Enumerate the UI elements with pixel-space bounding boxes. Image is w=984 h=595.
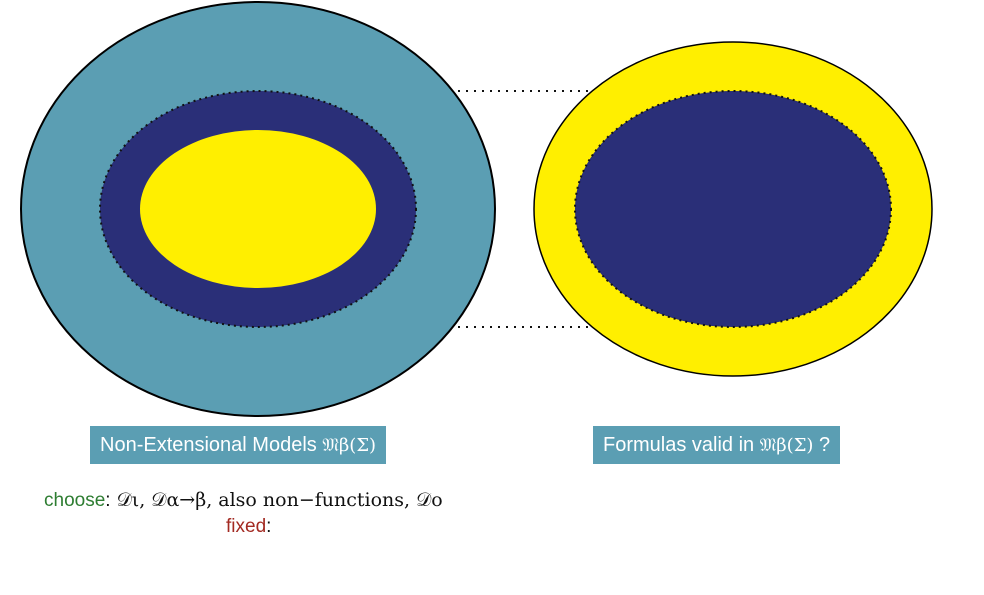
choose-math: 𝒟ι, 𝒟α→β, [110,489,213,511]
non-extensional-models-label: Non-Extensional Models 𝔐β(Σ) [90,426,387,464]
left-label-math: 𝔐β(Σ) [322,435,377,456]
left-yellow-core [140,130,376,288]
fixed-line: fixed: [226,516,271,538]
right-label-text: Formulas valid in [603,434,760,456]
choose-keyword: choose [44,490,106,511]
right-navy-core [574,90,892,328]
right-label-suffix: ? [813,434,831,456]
fixed-colon: : [266,516,272,537]
left-label-text: Non-Extensional Models [100,434,323,456]
right-label-math: 𝔐β(Σ) [759,435,814,456]
formulas-valid-label: Formulas valid in 𝔐β(Σ) ? [593,426,841,464]
choose-math-omicron: 𝒟ο [416,489,443,511]
choose-line: choose: 𝒟ι, 𝒟α→β, also non−functions, 𝒟ο [44,489,443,512]
choose-colon: : [105,490,111,511]
choose-rest: also non−functions, [212,489,417,511]
fixed-keyword: fixed [226,516,267,537]
